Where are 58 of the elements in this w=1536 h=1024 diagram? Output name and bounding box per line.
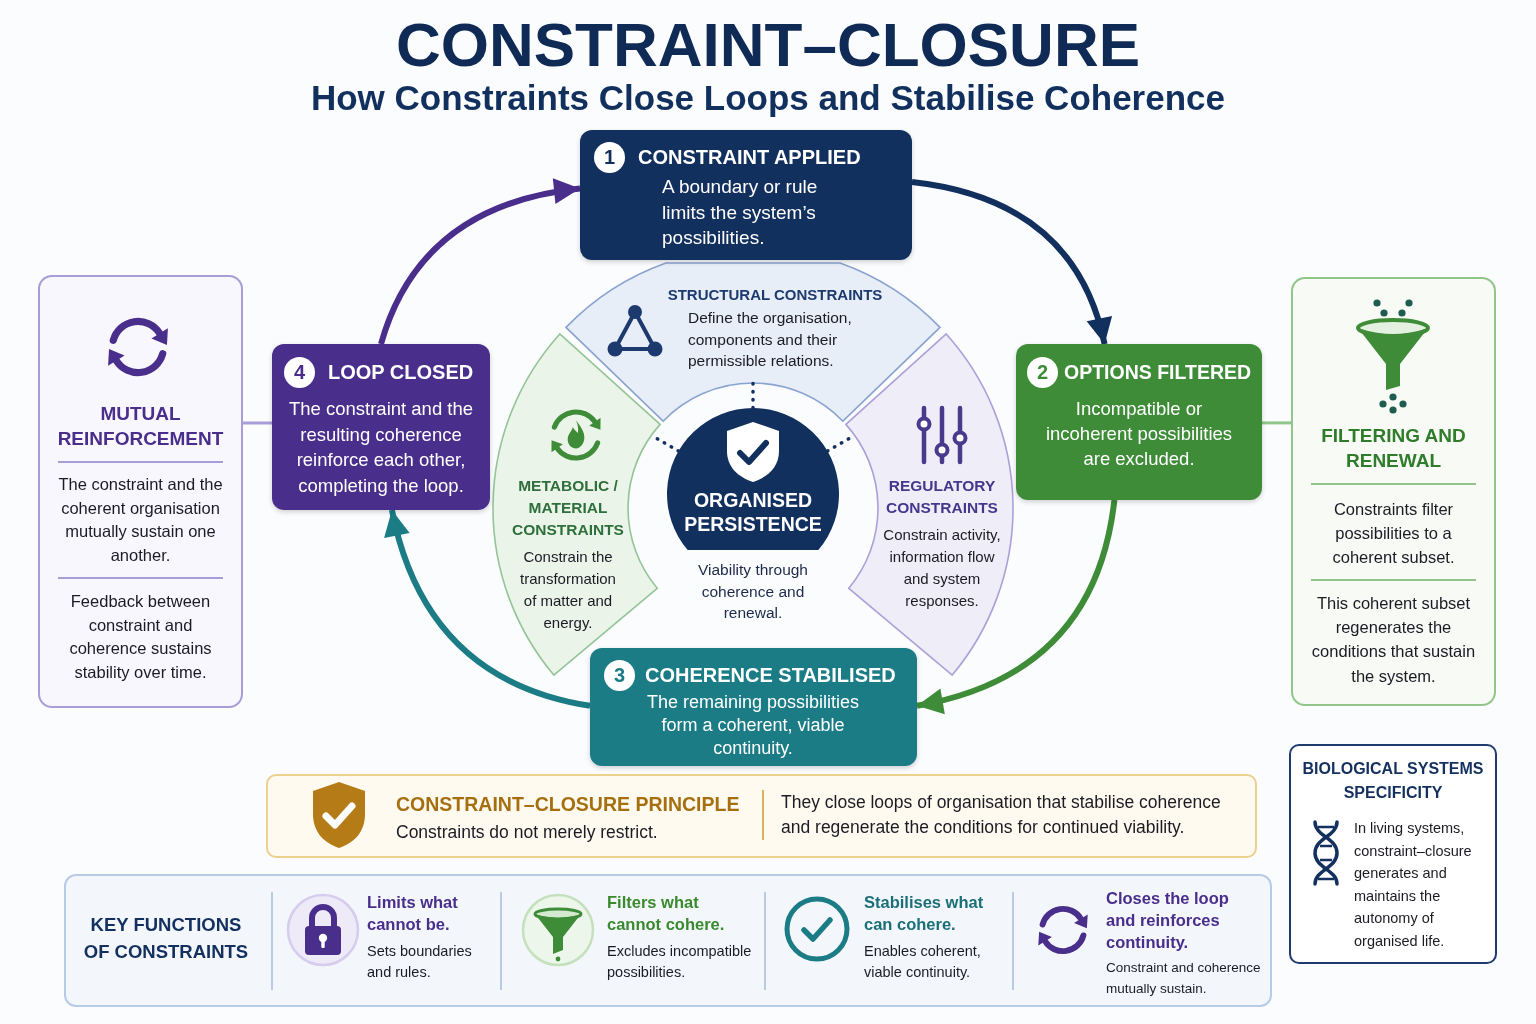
function-text: Constraint and coherence mutually sustain. — [1106, 959, 1262, 998]
panel-text: The constraint and the coherent organisation mutually sustain one another. — [57, 474, 224, 567]
sector-heading: METABOLIC / MATERIAL CONSTRAINTS — [511, 476, 625, 540]
step-box — [580, 130, 912, 260]
sector-text: Constrain the transformation of matter and energy. — [519, 547, 617, 633]
step-box — [272, 344, 490, 510]
panel-heading: BIOLOGICAL SYSTEMS SPECIFICITY — [1301, 759, 1485, 803]
function-heading: Limits what cannot be. — [367, 892, 459, 935]
step-title: LOOP CLOSED — [328, 360, 475, 384]
diagram-title: CONSTRAINT–CLOSURE — [396, 10, 1140, 80]
panel-text: Constraints filter possibilities to a coherent subset. — [1331, 499, 1456, 568]
principle-text: Constraints do not merely restrict. — [396, 821, 659, 843]
panel-text: This coherent subset regenerates the conditions that sustain the system. — [1310, 593, 1477, 687]
function-heading: Closes the loop and reinforces continuity. — [1106, 888, 1230, 953]
arrow — [378, 179, 581, 345]
principle-text: They close loops of organisation that stabilise coherence and regenerate the conditions for continued viability. — [781, 791, 1222, 839]
arrow — [385, 509, 591, 709]
step-description: The remaining possibilities form a coherent, viable continuity. — [645, 691, 861, 760]
step-number: 1 — [594, 142, 625, 173]
step-description: Incompatible or incoherent possibilities are excluded. — [1044, 397, 1234, 471]
sector-text: Constrain activity, information flow and system responses. — [882, 525, 1002, 611]
panel-text: Feedback between constraint and coherence sustains stability over time. — [68, 591, 213, 684]
step-title: CONSTRAINT APPLIED — [638, 145, 862, 169]
step-description: The constraint and the resulting coherence reinforce each other, completing the loop. — [287, 397, 475, 498]
arrow — [916, 499, 1118, 714]
panel-heading: KEY FUNCTIONS OF CONSTRAINTS — [82, 913, 250, 964]
arrow — [911, 179, 1111, 345]
step-description: A boundary or rule limits the system’s possibilities. — [662, 175, 819, 250]
step-title: COHERENCE STABILISED — [645, 663, 897, 687]
step-number: 4 — [284, 357, 315, 388]
sector-text: Define the organisation, components and their permissible relations. — [688, 308, 853, 371]
function-text: Sets boundaries and rules. — [367, 942, 473, 982]
panel-text: In living systems, constraint–closure generates and maintains the autonomy of organised life. — [1354, 819, 1473, 951]
info-panel — [1291, 277, 1496, 706]
dotted-line — [751, 381, 755, 410]
info-panel — [1289, 744, 1497, 964]
function-text: Enables coherent, viable continuity. — [864, 942, 982, 982]
step-box — [590, 648, 917, 766]
sector-heading: STRUCTURAL CONSTRAINTS — [666, 285, 884, 305]
panel-heading: FILTERING AND RENEWAL — [1320, 424, 1467, 473]
function-text: Excludes incompatible possibilities. — [607, 942, 753, 982]
core-title: ORGANISED PERSISTENCE — [683, 488, 823, 536]
panel-heading: MUTUAL REINFORCEMENT — [56, 402, 225, 451]
functions-panel — [64, 874, 1272, 1007]
core-caption: Viability through coherence and renewal. — [697, 560, 809, 623]
step-number: 2 — [1027, 357, 1058, 388]
connector-line — [1262, 421, 1291, 425]
function-heading: Filters what cannot cohere. — [607, 892, 726, 935]
connector-line — [243, 421, 272, 425]
step-number: 3 — [604, 660, 635, 691]
step-box — [1016, 344, 1262, 500]
step-title: OPTIONS FILTERED — [1064, 360, 1253, 384]
sector-heading: REGULATORY CONSTRAINTS — [885, 476, 999, 518]
principle-banner — [266, 774, 1257, 858]
principle-title: CONSTRAINT–CLOSURE PRINCIPLE — [396, 792, 741, 816]
subtitle: How Constraints Close Loops and Stabilise Coherence — [310, 77, 1226, 119]
function-heading: Stabilises what can cohere. — [864, 892, 985, 935]
info-panel — [38, 275, 243, 708]
